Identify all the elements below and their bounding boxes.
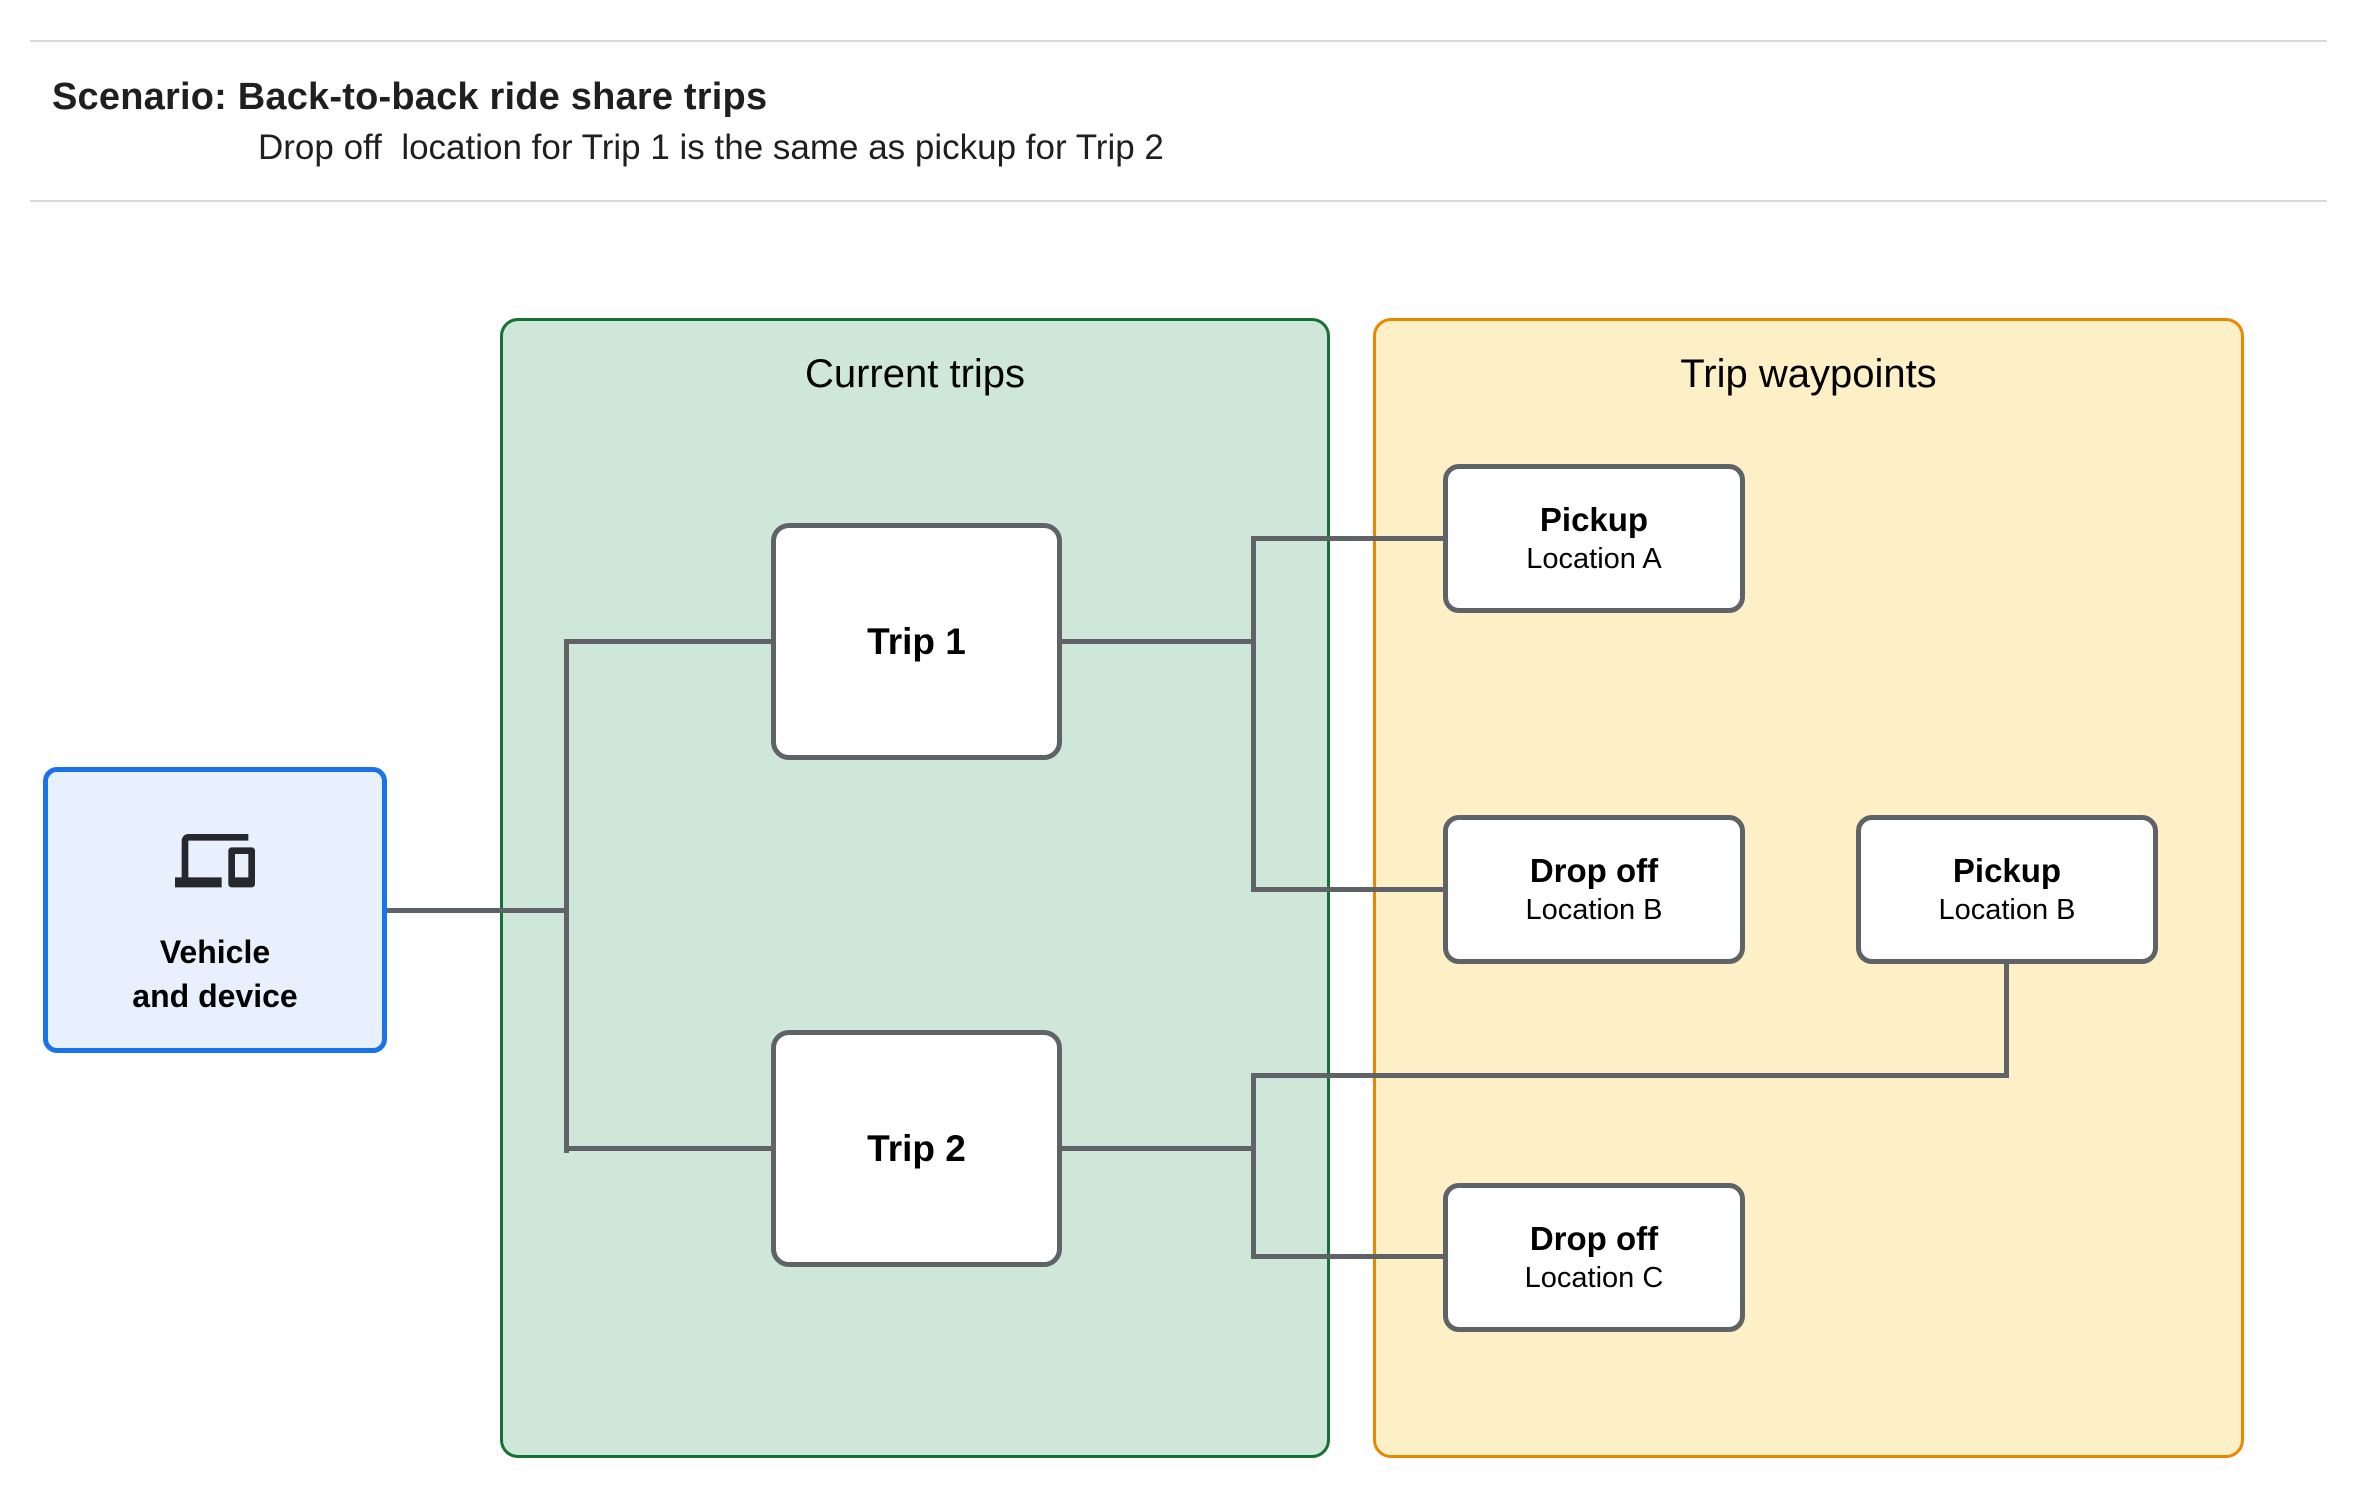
- devices-icon: [48, 824, 382, 894]
- connector-trip2-junction-c: [1062, 1146, 1253, 1151]
- connector-trip1-junction-b: [1062, 639, 1253, 644]
- group-current-trips-label: Current trips: [804, 352, 1026, 396]
- connector-junction-a-vertical: [564, 639, 569, 1153]
- waypoint-subtitle: Location B: [1938, 893, 2076, 926]
- connector-junction-c-vertical: [1251, 1073, 1256, 1259]
- connector-junction-c-dropoff-c: [1251, 1254, 1443, 1259]
- waypoint-pickup-location-b: Pickup Location B: [1856, 815, 2158, 964]
- connector-junction-b-dropoff-b: [1251, 887, 1443, 892]
- connector-pickup-b-drop: [2004, 961, 2009, 1078]
- trip-1-label: Trip 1: [867, 620, 966, 662]
- page-title: Scenario: Back-to-back ride share trips: [52, 76, 768, 118]
- page-subtitle: Drop off location for Trip 1 is the same…: [258, 128, 1164, 167]
- connector-vehicle-junction: [387, 908, 569, 913]
- waypoint-subtitle: Location B: [1525, 893, 1663, 926]
- connector-junction-b-vertical: [1251, 536, 1256, 892]
- waypoint-title: Pickup: [1952, 851, 2062, 889]
- vehicle-label-line1: Vehicle: [159, 933, 271, 970]
- waypoint-subtitle: Location A: [1526, 542, 1662, 575]
- trip-2-node: Trip 2: [771, 1030, 1062, 1267]
- vehicle-label-line2: and device: [132, 977, 298, 1014]
- trip-1-node: Trip 1: [771, 523, 1062, 760]
- connector-junction-a-trip1: [564, 639, 771, 644]
- connector-junction-c-pickup-b-horizontal: [1251, 1073, 2009, 1078]
- connector-junction-a-trip2: [564, 1146, 771, 1151]
- waypoint-title: Drop off: [1529, 851, 1659, 889]
- group-trip-waypoints-label: Trip waypoints: [1680, 352, 1937, 396]
- header-divider: [30, 200, 2327, 202]
- waypoint-pickup-location-a: Pickup Location A: [1443, 464, 1745, 613]
- waypoint-title: Drop off: [1529, 1219, 1659, 1257]
- waypoint-subtitle: Location C: [1524, 1261, 1664, 1294]
- waypoint-dropoff-location-c: Drop off Location C: [1443, 1183, 1745, 1332]
- waypoint-title: Pickup: [1539, 500, 1649, 538]
- trip-2-label: Trip 2: [867, 1127, 966, 1169]
- vehicle-node: Vehicle and device: [43, 767, 387, 1053]
- connector-junction-b-pickup-a: [1251, 536, 1443, 541]
- vehicle-node-label: Vehicle and device: [48, 930, 382, 1018]
- waypoint-dropoff-location-b: Drop off Location B: [1443, 815, 1745, 964]
- top-divider: [30, 40, 2327, 42]
- group-current-trips: Current trips: [500, 318, 1330, 1458]
